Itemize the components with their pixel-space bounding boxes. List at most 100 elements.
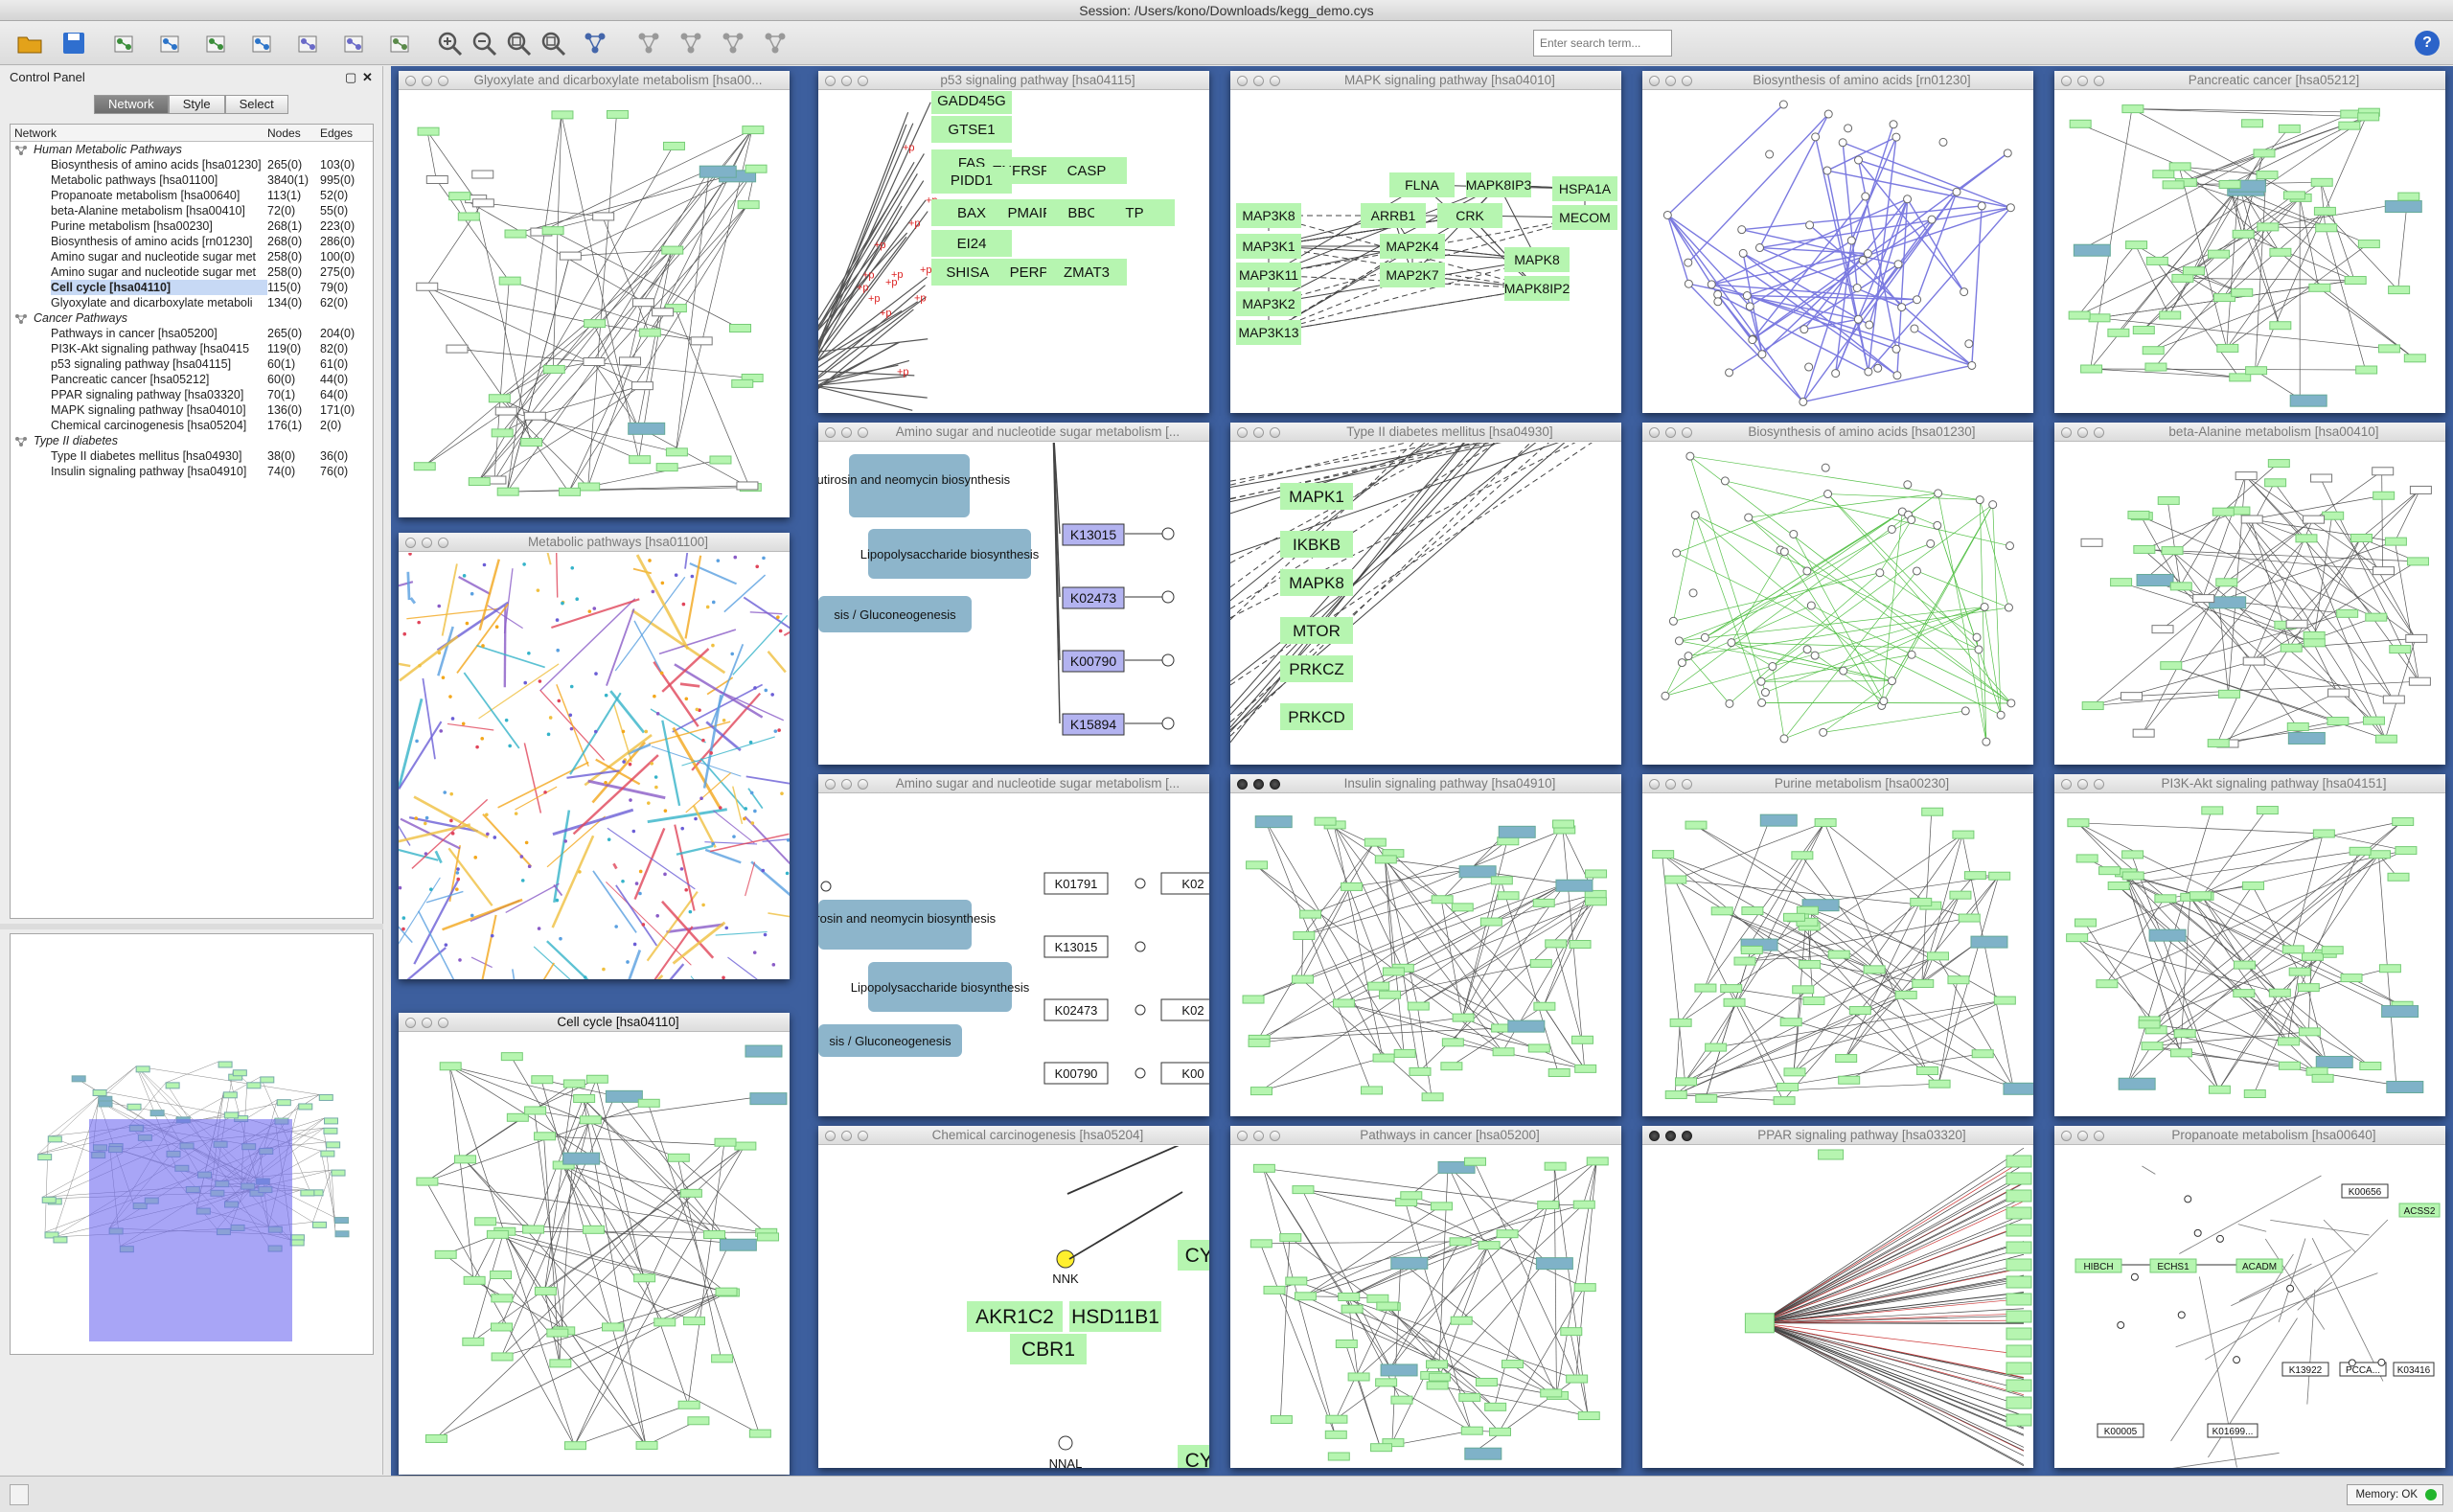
network-canvas[interactable] [1230,1146,1621,1468]
close-window-button[interactable] [2061,76,2072,86]
network-canvas[interactable] [1642,794,2033,1116]
network-canvas[interactable] [399,553,790,979]
maximize-window-button[interactable] [2094,427,2104,438]
minimize-window-button[interactable] [422,76,432,86]
network-view-window[interactable]: Biosynthesis of amino acids [rn01230] [1642,71,2033,413]
maximize-window-button[interactable] [438,76,448,86]
close-window-button[interactable] [825,427,836,438]
window-controls[interactable] [2061,779,2104,790]
network-view-window[interactable]: Purine metabolism [hsa00230] [1642,774,2033,1116]
memory-status[interactable]: Memory: OK [2347,1484,2443,1505]
close-window-button[interactable] [1649,76,1660,86]
window-controls[interactable] [2061,76,2104,86]
network-canvas[interactable] [2054,91,2445,413]
minimize-window-button[interactable] [841,427,852,438]
window-controls[interactable] [1649,1131,1692,1141]
window-controls[interactable] [1237,76,1280,86]
maximize-window-button[interactable] [2094,1131,2104,1141]
minimize-window-button[interactable] [841,1131,852,1141]
import-table-url-icon[interactable] [245,27,278,59]
network-view-window[interactable]: PPAR signaling pathway [hsa03320] [1642,1126,2033,1468]
window-controls[interactable] [1237,427,1280,438]
window-controls[interactable] [1649,779,1692,790]
network-view-window[interactable]: Amino sugar and nucleotide sugar metabol… [818,774,1209,1116]
window-controls[interactable] [825,76,868,86]
minimize-window-button[interactable] [2077,779,2088,790]
maximize-window-button[interactable] [1682,1131,1692,1141]
network-canvas[interactable]: +p+p+p+p+p+p+p+p+p+p+p+p+p+pGADD45GGTSE1… [818,91,1209,413]
network-canvas[interactable] [399,91,790,517]
network-view-window[interactable]: Glyoxylate and dicarboxylate metabolism … [399,71,790,517]
column-header-nodes[interactable]: Nodes [267,126,301,140]
import-table-file-icon[interactable] [199,27,232,59]
window-controls[interactable] [405,538,448,548]
maximize-window-button[interactable] [438,1018,448,1028]
maximize-window-button[interactable] [858,779,868,790]
network-view-window[interactable]: PI3K-Akt signaling pathway [hsa04151] [2054,774,2445,1116]
maximize-window-button[interactable] [1270,1131,1280,1141]
maximize-window-button[interactable] [1682,76,1692,86]
export-table-icon[interactable] [337,27,370,59]
open-session-icon[interactable] [13,27,46,59]
layout-icon[interactable] [579,27,611,59]
minimize-window-button[interactable] [422,1018,432,1028]
import-network-file-icon[interactable] [107,27,140,59]
close-window-button[interactable] [825,76,836,86]
column-header-edges[interactable]: Edges [320,126,354,140]
minimize-window-button[interactable] [1253,779,1264,790]
window-controls[interactable] [1649,76,1692,86]
network-view-window[interactable]: Chemical carcinogenesis [hsa05204]NNKCYP… [818,1126,1209,1468]
maximize-window-button[interactable] [858,1131,868,1141]
network-view-window[interactable]: Amino sugar and nucleotide sugar metabol… [818,423,1209,765]
close-window-button[interactable] [2061,427,2072,438]
first-neighbors-icon[interactable] [717,27,749,59]
search-input[interactable] [1533,30,1672,57]
maximize-window-button[interactable] [858,427,868,438]
network-view-window[interactable]: Cell cycle [hsa04110] [399,1013,790,1475]
network-row[interactable]: Metabolic pathways [hsa01100]3840(1)995(… [11,172,373,188]
network-row[interactable]: Propanoate metabolism [hsa00640]113(1)52… [11,188,373,203]
window-controls[interactable] [825,427,868,438]
birds-eye-view[interactable] [10,933,374,1355]
close-window-button[interactable] [825,779,836,790]
network-row[interactable]: Chemical carcinogenesis [hsa05204]176(1)… [11,418,373,433]
minimize-window-button[interactable] [841,779,852,790]
close-window-button[interactable] [1649,1131,1660,1141]
close-window-button[interactable] [1649,427,1660,438]
maximize-window-button[interactable] [1270,779,1280,790]
window-controls[interactable] [405,76,448,86]
window-controls[interactable] [1237,1131,1280,1141]
minimize-window-button[interactable] [1665,1131,1676,1141]
maximize-window-button[interactable] [1270,427,1280,438]
network-view-window[interactable]: Pancreatic cancer [hsa05212] [2054,71,2445,413]
window-controls[interactable] [1649,427,1692,438]
network-row[interactable]: Pathways in cancer [hsa05200]265(0)204(0… [11,326,373,341]
network-canvas[interactable] [1642,1146,2033,1468]
network-group[interactable]: Human Metabolic Pathways [11,142,373,157]
network-view-window[interactable]: Type II diabetes mellitus [hsa04930]MAPK… [1230,423,1621,765]
network-view-window[interactable]: Biosynthesis of amino acids [hsa01230] [1642,423,2033,765]
close-window-button[interactable] [405,76,416,86]
network-row[interactable]: Pancreatic cancer [hsa05212]60(0)44(0) [11,372,373,387]
close-window-button[interactable] [2061,779,2072,790]
network-row[interactable]: PPAR signaling pathway [hsa03320]70(1)64… [11,387,373,402]
window-controls[interactable] [1237,779,1280,790]
minimize-window-button[interactable] [2077,427,2088,438]
window-controls[interactable] [405,1018,448,1028]
help-icon[interactable]: ? [2415,31,2440,56]
network-canvas[interactable]: Butirosin and neomycin biosynthesisLipop… [818,794,1209,1116]
maximize-window-button[interactable] [1682,779,1692,790]
close-window-button[interactable] [405,1018,416,1028]
network-canvas[interactable] [2054,443,2445,765]
network-canvas[interactable] [2054,794,2445,1116]
close-window-button[interactable] [1237,427,1248,438]
minimize-window-button[interactable] [1253,76,1264,86]
minimize-window-button[interactable] [1665,427,1676,438]
network-group[interactable]: Type II diabetes [11,433,373,448]
window-controls[interactable] [825,779,868,790]
